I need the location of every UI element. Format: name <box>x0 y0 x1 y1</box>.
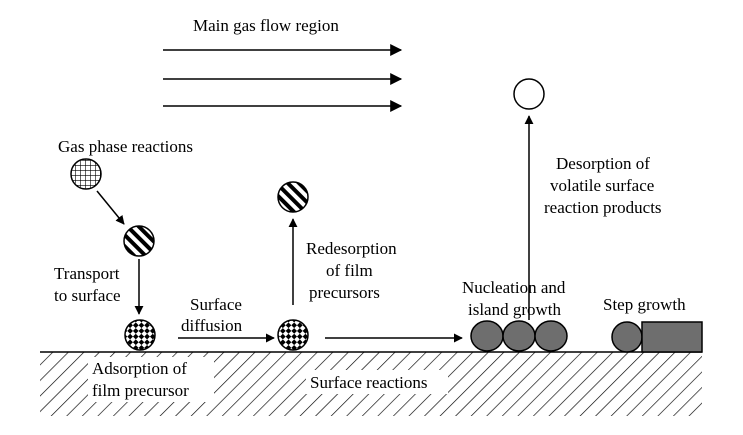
redesorption-label-3: precursors <box>309 283 380 302</box>
transport-label-2: to surface <box>54 286 121 305</box>
desorbed-product-molecule <box>513 78 545 110</box>
redesorption-label-1: Redesorption <box>306 239 397 258</box>
surface-diffusion-label-1: Surface <box>190 295 242 314</box>
island-1 <box>470 320 504 352</box>
desorption-label-3: reaction products <box>544 198 662 217</box>
diffused-precursor-molecule <box>277 319 309 351</box>
desorption-label-2: volatile surface <box>550 176 654 195</box>
island-3 <box>534 320 568 352</box>
step-adatom <box>611 321 643 353</box>
nucleation-label-1: Nucleation and <box>462 278 566 297</box>
adsorption-label-bg <box>88 357 214 402</box>
surface-diffusion-label-2: diffusion <box>181 316 243 335</box>
redesorbed-precursor-molecule <box>277 181 309 213</box>
surface-reactions-label-bg <box>306 370 448 394</box>
adsorption-label-1: Adsorption of <box>92 359 187 378</box>
island-2 <box>502 320 536 352</box>
adsorption-label-2: film precursor <box>92 381 189 400</box>
step-block <box>641 321 703 353</box>
transport-label-1: Transport <box>54 264 120 283</box>
step-growth-label: Step growth <box>603 295 686 314</box>
adsorbed-precursor-molecule <box>124 319 156 351</box>
gas-phase-reactions-label: Gas phase reactions <box>58 137 193 156</box>
surface-reactions-label: Surface reactions <box>310 373 428 392</box>
gas-phase-molecule <box>70 158 102 190</box>
desorption-label-1: Desorption of <box>556 154 650 173</box>
gas-to-precursor-arrow <box>96 190 125 225</box>
nucleation-label-2: island growth <box>468 300 562 319</box>
main-gas-flow-label: Main gas flow region <box>193 16 339 35</box>
redesorption-label-2: of film <box>326 261 373 280</box>
precursor-molecule-gas <box>123 225 155 257</box>
